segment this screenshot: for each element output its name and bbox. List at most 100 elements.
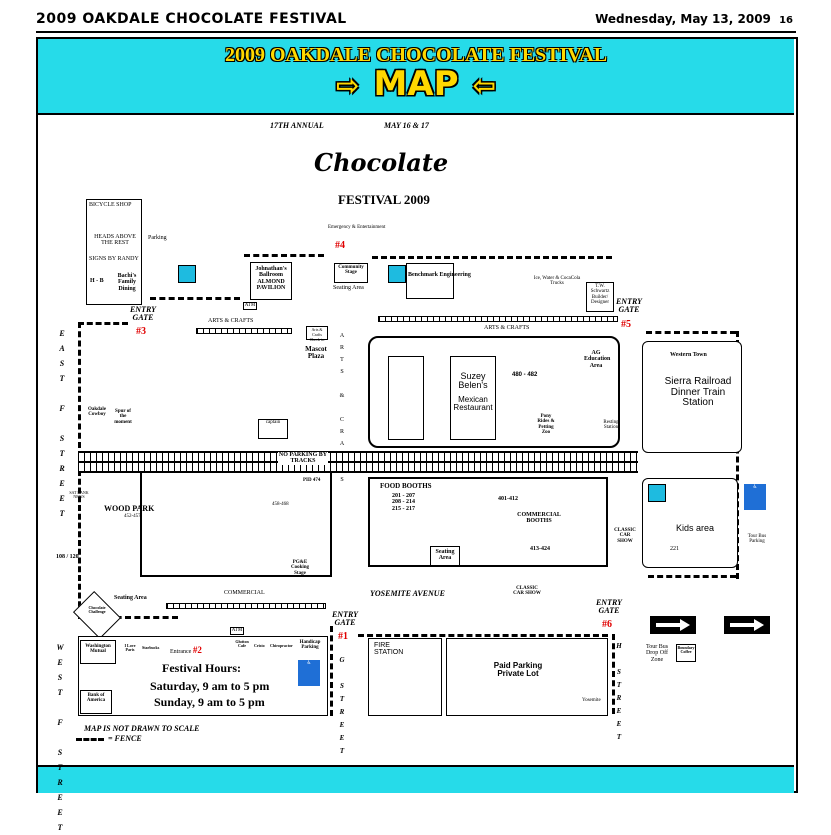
booths-413-label: 413-424 — [530, 546, 550, 552]
washington-mutual-label: Washington Mutual — [85, 644, 111, 655]
gate-5-label: ENTRY GATE — [615, 297, 643, 315]
suzey-belens-label: Suzey Belen's — [458, 371, 488, 391]
tour-bus-parking-label: Tour Bus Parking — [747, 534, 767, 545]
arrow-right-icon — [730, 619, 764, 631]
fence-segment — [358, 634, 608, 637]
benchmark-building — [406, 263, 454, 299]
bottom-business-block — [78, 636, 328, 716]
classic-car-show-2-label: CLASSIC CAR SHOW — [513, 586, 541, 597]
sierra-railroad-label: Sierra Railroad Dinner Train Station — [664, 376, 732, 408]
seating-area-mid-label: Seating Area — [435, 549, 455, 562]
atm-label-bottom: ATM — [231, 628, 243, 633]
seating-area-bottom-label: Seating Area — [114, 595, 147, 601]
parking-label: Parking — [148, 235, 167, 241]
gate-3-number: #3 — [136, 326, 146, 337]
resting-station-label: Resting Station — [603, 420, 619, 431]
wood-park-area — [140, 471, 332, 577]
park-area — [78, 324, 332, 448]
hb-label: H - B — [90, 278, 104, 284]
johnathans-label: Johnathan's Ballroom ALMOND PAVILION — [255, 266, 287, 291]
gate-6-number: #6 — [602, 619, 612, 630]
banner-map-heading: ⇨MAP⇦ — [38, 64, 794, 104]
western-town-area — [642, 341, 742, 453]
spur-label: Spur of the moment — [114, 409, 132, 425]
restroom-icon — [648, 484, 666, 502]
gate-3-label: ENTRY GATE — [129, 305, 157, 323]
captain-label: captain — [265, 420, 281, 425]
fence-segment — [78, 322, 81, 448]
booth-row — [196, 328, 292, 334]
gate-6-label: ENTRY GATE — [595, 598, 623, 616]
bicycle-shop-label: BICYCLE SHOP — [89, 202, 132, 208]
hwy-label: 108 / 120 — [56, 554, 79, 560]
food-commercial-block — [368, 477, 608, 567]
yosemite-avenue-label: YOSEMITE AVENUE — [370, 589, 445, 598]
tw-schwartz-building — [586, 282, 614, 312]
header-date: Wednesday, May 13, 2009 — [595, 12, 771, 26]
festival-hours-sunday: Sunday, 9 am to 5 pm — [154, 695, 265, 709]
arrow-right-icon: ⇨ — [335, 69, 360, 102]
restroom-icon — [178, 265, 196, 283]
community-stage — [334, 263, 368, 283]
tour-bus-drop-label: Tour Bus Drop Off Zone — [645, 644, 669, 663]
center-block — [368, 336, 620, 448]
booths-452-label: 452-457 — [124, 514, 141, 519]
heads-above-label: HEADS ABOVE THE REST — [94, 234, 136, 247]
no-parking-label: NO PARKING BY TRACKS — [278, 452, 328, 465]
i-love-paris-label: I Love Paris — [124, 643, 136, 653]
fence-segment — [648, 575, 736, 578]
johnathans-building — [250, 262, 292, 300]
fence-legend-sample — [76, 738, 104, 741]
signs-by-randy-label: SIGNS BY RANDY — [89, 256, 139, 262]
booths-458-label: 458-468 — [272, 502, 289, 507]
gate-1-number: #1 — [338, 631, 348, 642]
wood-park-label: WOOD PARK — [104, 504, 155, 513]
atm-label-top: ATM — [244, 303, 256, 308]
cristo-label: Cristo — [254, 643, 265, 648]
pony-rides-label: Pony Rides & Petting Zoo — [537, 414, 555, 435]
newspaper-header-date: Wednesday, May 13, 2009 16 — [595, 12, 793, 26]
chocolate-logo: Chocolate — [314, 148, 449, 177]
fence-segment — [78, 470, 81, 616]
seating-area-top-label: Seating Area — [333, 285, 364, 291]
ag-education-label: AG Education Area — [584, 350, 611, 369]
fire-station-label: FIRE STATION — [374, 642, 404, 657]
commercial-label: COMMERCIAL — [224, 590, 265, 596]
captain-building: captain — [258, 419, 288, 439]
boundary-coffee-label: Boundary Coffee — [677, 645, 695, 655]
fence-segment — [150, 297, 240, 300]
paid-parking-lot — [446, 638, 608, 716]
restroom-icon — [388, 265, 406, 283]
bachis-label: Bachi's Family Dining — [117, 273, 137, 292]
fence-segment — [612, 634, 615, 714]
kids-area-label: Kids area — [676, 523, 715, 533]
yosemite-small-label: Yosemite — [582, 698, 601, 703]
handicap-parking-label: Handicap Parking — [299, 640, 321, 651]
western-town-label: Western Town — [670, 352, 707, 358]
seating-area-box — [430, 546, 460, 566]
business-block — [86, 199, 142, 305]
building-rect — [388, 356, 424, 440]
booths-401-label: 401-412 — [498, 496, 518, 502]
gate-4-number: #4 — [335, 240, 345, 251]
fence-segment — [244, 254, 324, 257]
starbucks-label: Starbucks — [142, 645, 160, 650]
washington-mutual-building — [80, 640, 116, 664]
food-booth-numbers: 201 - 207 208 - 214 215 - 217 — [392, 493, 415, 512]
arts-checkin-label: Arts & Crafts Check-in — [309, 327, 325, 342]
fire-station-building — [368, 638, 442, 716]
food-booths-label: FOOD BOOTHS — [380, 482, 432, 490]
mascot-plaza-label: Mascot Plaza — [305, 345, 327, 361]
direction-arrow-sign — [724, 616, 770, 634]
map-label: MAP — [373, 64, 459, 104]
fence-legend-label: = FENCE — [108, 734, 142, 743]
ice-water-label: Ice, Water & CocaCola Trucks — [533, 276, 581, 287]
booth-221-label: 221 — [670, 546, 679, 552]
paid-parking-label: Paid Parking Private Lot — [493, 661, 543, 679]
fence-segment — [372, 256, 612, 259]
boundary-coffee-building — [676, 644, 696, 662]
gate-1-label: ENTRY GATE — [331, 610, 359, 628]
